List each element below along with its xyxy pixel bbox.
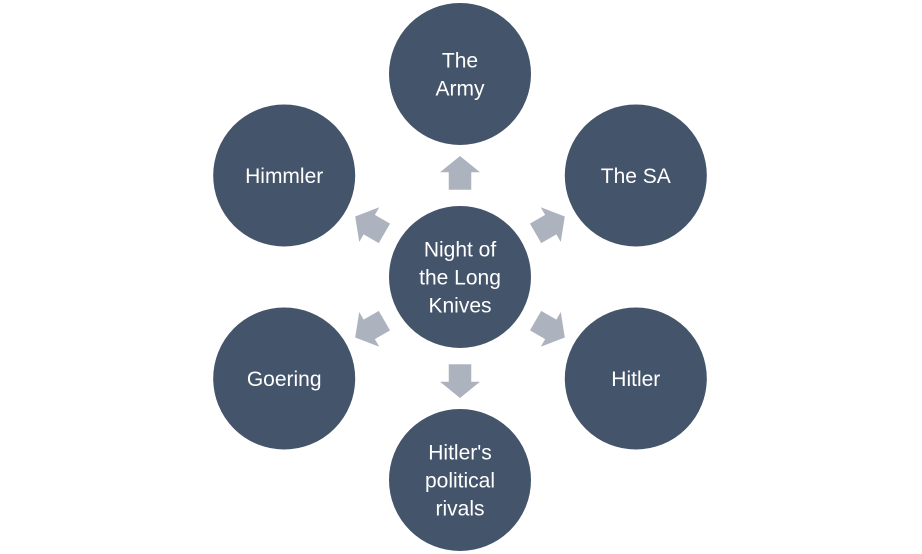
node-the-sa-label-line: The SA [601,165,671,188]
node-hitlers-political-rivals-label-line: rivals [435,498,484,521]
node-goering: Goering [211,305,358,452]
node-hitlers-political-rivals: Hitler's political rivals [387,407,533,553]
node-the-sa-circle [562,102,709,249]
center-node-label-line: Knives [428,295,491,318]
node-hitlers-political-rivals-circle [387,407,533,553]
arrow-to-goering [355,310,391,347]
node-the-army-circle [387,1,533,147]
node-the-army-label-line: The [442,50,478,73]
arrow-to-the-sa [529,207,565,244]
arrows-layer [355,156,565,398]
node-himmler: Himmler [211,102,358,249]
node-hitler: Hitler [562,305,709,452]
node-hitler-label-line: Hitler [611,368,660,391]
node-himmler-label-line: Himmler [245,165,323,188]
node-hitlers-political-rivals-label-line: Hitler's [428,442,492,465]
center-node-circle [387,204,533,350]
node-the-sa: The SA [562,102,709,249]
center-node-label-line: Night of [424,239,497,262]
arrow-to-hitlers-political-rivals [440,364,480,398]
center-node-label-line: the Long [419,267,501,290]
node-goering-circle [211,305,358,452]
node-goering-label-line: Goering [247,368,322,391]
arrow-to-himmler [355,207,391,244]
node-hitlers-political-rivals-label-line: political [425,470,495,493]
node-hitler-circle [562,305,709,452]
arrow-to-the-army [440,156,480,190]
node-himmler-circle [211,102,358,249]
node-the-army-label-line: Army [436,78,485,101]
arrow-to-hitler [529,310,565,347]
